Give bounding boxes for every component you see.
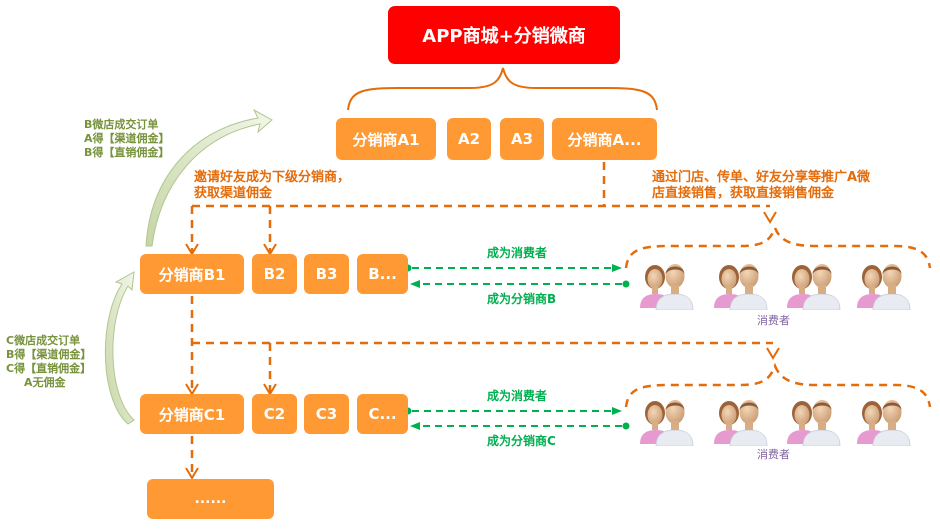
- label-become-distributor-b: 成为分销商B: [487, 292, 557, 306]
- green-connectors-b: [404, 264, 630, 288]
- consumer-pair-icon: [787, 264, 841, 310]
- consumer-pair-icon: [857, 264, 911, 310]
- note-c-order: C微店成交订单 B得【渠道佣金】 C得【直销佣金】 A无佣金: [6, 334, 91, 390]
- note-b-order-line: B得【直销佣金】: [84, 146, 170, 159]
- node-next-tier: ......: [147, 479, 274, 519]
- node-distributor-b2: B2: [252, 254, 297, 294]
- green-connectors-c: [404, 407, 630, 430]
- node-distributor-b1: 分销商B1: [140, 254, 244, 294]
- node-distributor-a-more: 分销商A...: [552, 118, 657, 160]
- node-distributor-c3: C3: [304, 394, 349, 434]
- app-mall-title: APP商城+分销微商: [388, 6, 620, 64]
- note-c-order-line: A无佣金: [24, 376, 66, 389]
- consumer-pair-icon: [640, 400, 694, 446]
- note-invite-line: 邀请好友成为下级分销商，: [194, 170, 351, 185]
- consumer-pair-icon: [857, 400, 911, 446]
- note-direct-sale: 通过门店、传单、好友分享等推广A微 店直接销售，获取直接销售佣金: [652, 170, 870, 202]
- node-distributor-b-more: B...: [357, 254, 408, 294]
- note-b-order-line: A得【渠道佣金】: [84, 132, 170, 145]
- note-b-order-line: B微店成交订单: [84, 118, 159, 131]
- node-distributor-a2: A2: [447, 118, 491, 160]
- consumer-pair-icon: [787, 400, 841, 446]
- label-become-distributor-c: 成为分销商C: [487, 434, 556, 448]
- note-b-order: B微店成交订单 A得【渠道佣金】 B得【直销佣金】: [84, 118, 170, 160]
- consumer-caption-c: 消费者: [757, 448, 790, 461]
- curved-arrow-b-to-a: [145, 108, 273, 247]
- note-c-order-line: C得【直销佣金】: [6, 362, 92, 375]
- node-distributor-c1: 分销商C1: [140, 394, 244, 434]
- consumer-pair-icon: [714, 264, 768, 310]
- label-become-consumer-b: 成为消费者: [487, 246, 548, 260]
- consumer-pair-icon: [640, 264, 694, 310]
- node-distributor-a3: A3: [500, 118, 544, 160]
- consumer-caption-b: 消费者: [757, 314, 790, 327]
- node-distributor-c2: C2: [252, 394, 297, 434]
- note-c-order-line: B得【渠道佣金】: [6, 348, 92, 361]
- consumer-pair-icon: [714, 400, 768, 446]
- note-direct-sale-line: 店直接销售，获取直接销售佣金: [652, 186, 835, 201]
- note-invite-line: 获取渠道佣金: [194, 186, 273, 201]
- node-distributor-c-more: C...: [357, 394, 408, 434]
- node-distributor-b3: B3: [304, 254, 349, 294]
- note-direct-sale-line: 通过门店、传单、好友分享等推广A微: [652, 170, 871, 185]
- note-invite: 邀请好友成为下级分销商， 获取渠道佣金: [194, 170, 350, 202]
- label-become-consumer-c: 成为消费者: [487, 389, 548, 403]
- note-c-order-line: C微店成交订单: [6, 334, 81, 347]
- brace-tier-a: [347, 67, 658, 111]
- node-distributor-a1: 分销商A1: [336, 118, 436, 160]
- dashed-connectors-orange: [190, 162, 932, 476]
- curved-arrow-c-to-b: [104, 271, 135, 425]
